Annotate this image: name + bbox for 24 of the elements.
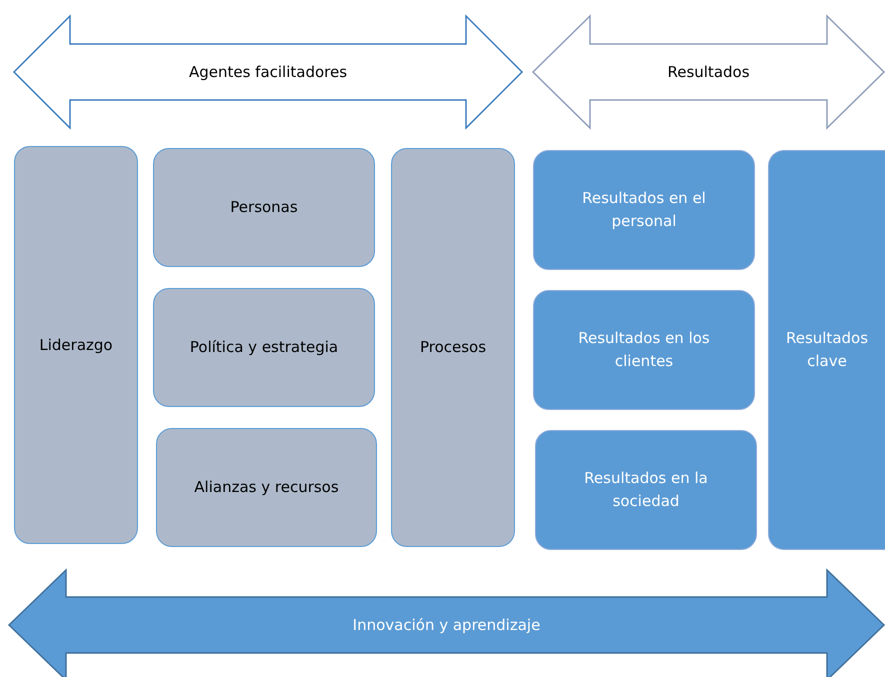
banner-label: Innovación y aprendizaje	[352, 614, 542, 636]
rounded-box	[533, 290, 755, 410]
box-label: Resultados en el personal	[581, 188, 707, 232]
box-label: Política y estrategia	[188, 337, 340, 358]
banner	[533, 16, 884, 128]
box-label: Procesos	[418, 337, 488, 358]
banner	[14, 16, 522, 128]
box-label: Personas	[229, 197, 299, 218]
rounded-box	[153, 148, 375, 267]
rounded-box	[391, 148, 515, 547]
rounded-box	[533, 150, 755, 270]
box-label: Resultados en la sociedad	[583, 468, 709, 512]
banner-label: Resultados	[666, 62, 751, 82]
rounded-box	[156, 428, 377, 547]
rounded-box	[535, 430, 757, 550]
rounded-box	[14, 146, 138, 544]
box-label: Resultados clave	[784, 328, 870, 372]
rounded-box	[153, 288, 375, 407]
box-label: Resultados en los clientes	[577, 328, 711, 372]
banner-label: Agentes facilitadores	[188, 62, 348, 82]
banner	[9, 570, 884, 677]
box-label: Alianzas y recursos	[193, 477, 340, 498]
box-label: Liderazgo	[38, 334, 114, 356]
rounded-box	[768, 150, 885, 550]
